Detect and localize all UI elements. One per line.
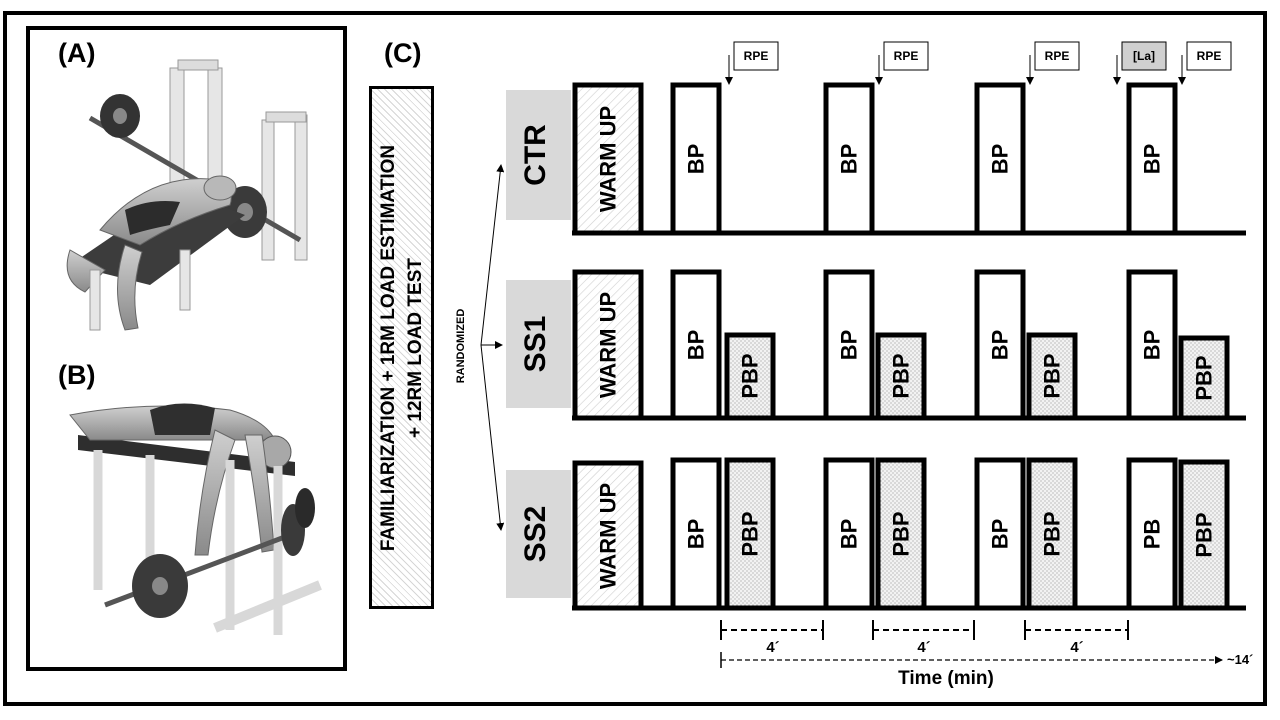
bp-label: BP [1140,330,1165,361]
pbp-label: PBP [1192,512,1217,557]
condition-label-ctr: CTR [519,124,552,186]
rpe-box [733,41,779,71]
time-axis-label: Time (min) [898,668,994,689]
total-time-label: ~14´ [1227,652,1253,667]
condition-label-ss1: SS1 [519,316,552,373]
rpe-box [1034,41,1080,71]
pbp-label: PBP [1040,353,1065,398]
bp-label: BP [1140,144,1165,175]
bp-label: BP [837,330,862,361]
rpe-label: RPE [1045,49,1070,63]
warmup-block [572,269,644,421]
warmup-block [572,460,644,611]
row-ss1: WARM UP BP PBP BP PBP BP PBP BP PBP [572,269,1230,421]
bp-label: BP [988,330,1013,361]
pbp-block [1178,459,1230,611]
warmup-label: WARM UP [596,106,621,212]
interval-label: 4´ [917,639,930,656]
arrow-to-ctr [480,164,505,346]
bp-block [670,457,722,611]
pbp-label: PBP [1040,511,1065,556]
bp-block [974,269,1026,421]
bp-block [974,82,1026,236]
row-ss2: WARM UP BP PBP BP PBP BP PBP PB PBP [572,457,1230,611]
interval-label: 4´ [766,639,779,656]
rpe-label: RPE [894,49,919,63]
exercise-illustrations [66,59,322,635]
figure-frame [3,11,1267,706]
condition-label-box-ctr [506,90,571,220]
pbp-block [724,457,776,611]
row-ctr: WARM UP BP BP BP BP [572,82,1178,236]
condition-label-box-ss2 [506,470,571,598]
bp-block [823,269,875,421]
bp-label: BP [988,519,1013,550]
prone-pull-illustration [69,403,322,635]
panel-label-c: (C) [384,38,422,68]
timeline: 4´ 4´ 4´ ~14´ Time (min) [720,620,1253,689]
pbp-label: PBP [1192,355,1217,400]
pbp-block [724,332,776,421]
pb-block [1126,457,1178,611]
pbp-label: PBP [889,511,914,556]
condition-label-box-ss1 [506,280,571,408]
measurement-markers: RPE RPE RPE [La] RPE [725,41,1232,85]
pbp-block [1178,335,1230,421]
lactate-label: [La] [1133,49,1155,63]
bp-label: BP [837,144,862,175]
warmup-label: WARM UP [596,483,621,589]
arrow-to-ss2 [480,344,505,531]
bp-label: BP [684,519,709,550]
bp-label: BP [837,519,862,550]
pbp-label: PBP [738,511,763,556]
pb-label: PB [1140,519,1165,550]
panel-label-b: (B) [58,360,96,390]
pbp-block [875,332,927,421]
warmup-block [572,82,644,236]
warmup-label: WARM UP [596,292,621,398]
bp-block [670,269,722,421]
rpe-box [1186,41,1232,71]
exercise-illustrations-panel [26,26,347,671]
pbp-block [1026,332,1078,421]
bp-block [1126,82,1178,236]
familiarization-box: FAMILIARIZATION + 1RM LOAD ESTIMATION + … [369,86,434,609]
bp-block [974,457,1026,611]
pbp-label: PBP [738,353,763,398]
randomization-arrows [480,164,505,531]
rpe-label: RPE [744,49,769,63]
bp-block [823,457,875,611]
pbp-block [875,457,927,611]
rpe-box [883,41,929,71]
panel-label-a: (A) [58,38,96,68]
bp-label: BP [684,330,709,361]
bp-block [670,82,722,236]
bp-block [1126,269,1178,421]
condition-label-ss2: SS2 [519,506,552,563]
bp-label: BP [684,144,709,175]
interval-label: 4´ [1070,639,1083,656]
pbp-block [1026,457,1078,611]
bp-label: BP [988,144,1013,175]
pbp-label: PBP [889,353,914,398]
rpe-label: RPE [1197,49,1222,63]
bp-block [823,82,875,236]
lactate-box [1121,41,1167,71]
bench-press-illustration [66,59,308,331]
